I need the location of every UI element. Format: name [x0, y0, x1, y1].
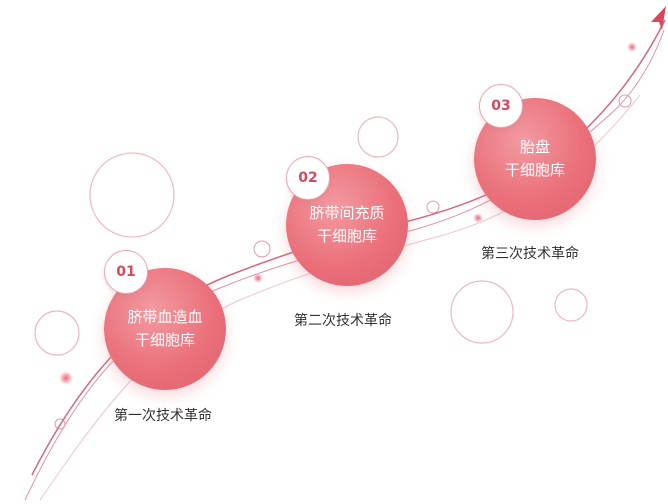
ring-tiny-4: [54, 418, 66, 430]
stage-1-title-line2: 干细胞库: [134, 331, 195, 349]
glow-dot: [253, 273, 263, 283]
glow-dot: [59, 371, 73, 385]
ring-mid: [357, 116, 399, 158]
ring-tiny-2: [426, 200, 440, 214]
stage-2-number-badge: 02: [286, 156, 330, 200]
ring-tiny-3: [618, 94, 632, 108]
stage-3-title-line1: 胎盘: [519, 138, 550, 156]
stage-3-number-badge: 03: [479, 84, 523, 128]
ring-right-small: [554, 288, 588, 322]
stage-2-caption: 第二次技术革命: [294, 313, 392, 329]
arrow-head-icon: [651, 6, 666, 30]
stage-3-title-line2: 干细胞库: [504, 161, 565, 179]
stage-1-title-line1: 脐带血造血: [127, 308, 203, 326]
ring-large-left: [89, 152, 175, 238]
stage-2-title-line2: 干细胞库: [316, 227, 377, 245]
stage-2-number: 02: [298, 170, 318, 186]
ring-tiny-1: [253, 240, 271, 258]
stage-1-caption: 第一次技术革命: [114, 408, 212, 424]
stage-1-number: 01: [116, 264, 136, 280]
stage-2-title-line1: 脐带间充质: [309, 204, 385, 222]
stage-1-number-badge: 01: [104, 250, 148, 294]
ring-small-left: [34, 310, 80, 356]
glow-dot: [627, 42, 637, 52]
glow-dot: [473, 213, 483, 223]
stage-3-caption: 第三次技术革命: [481, 246, 579, 262]
ring-right-bottom: [450, 280, 514, 344]
stage-3-number: 03: [491, 98, 511, 114]
